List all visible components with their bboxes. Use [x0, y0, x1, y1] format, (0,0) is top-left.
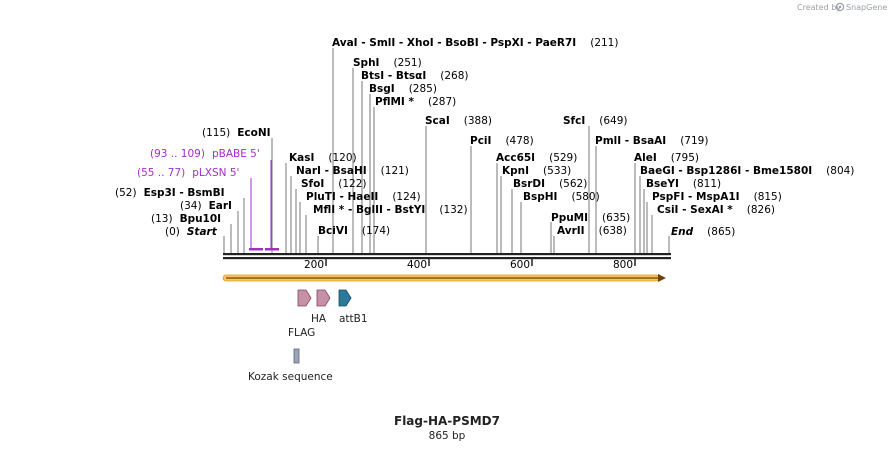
site-label[interactable]: CsiI - SexAI *(826) [657, 204, 775, 216]
site-label[interactable]: AvaI - SmlI - XhoI - BsoBI - PspXI - Pae… [332, 37, 618, 49]
primer-pbabe-bar[interactable] [265, 248, 279, 251]
site-label[interactable]: BsgI(285) [369, 83, 437, 95]
site-label[interactable]: BtsI - BtsαI(268) [361, 70, 468, 82]
ha-feature-arrow[interactable] [316, 289, 331, 307]
site-label-end[interactable]: End(865) [671, 226, 735, 238]
primer-plxsn-bar[interactable] [249, 248, 263, 251]
site-label-start[interactable]: (0)Start [165, 226, 218, 238]
created-by-text: Created by [797, 3, 841, 12]
site-label[interactable]: (34)EarI [180, 200, 232, 212]
tick-label-600: 600 [510, 259, 530, 271]
flag-feature-arrow[interactable] [297, 289, 312, 307]
feature-label-kozak: Kozak sequence [248, 371, 333, 383]
site-label[interactable]: (13)Bpu10I [151, 213, 221, 225]
site-label[interactable]: PciI(478) [470, 135, 534, 147]
map-title: Flag-HA-PSMD7 [394, 414, 500, 428]
tick-label-800: 800 [613, 259, 633, 271]
site-label[interactable]: SfcI(649) [563, 115, 628, 127]
site-label[interactable]: KpnI(533) [502, 165, 571, 177]
axis-ticks [325, 259, 636, 266]
sequence-backbone [223, 253, 671, 260]
site-label[interactable]: AvrII(638) [557, 225, 627, 237]
site-label[interactable]: ScaI(388) [425, 115, 492, 127]
site-label[interactable]: BspHI(580) [523, 191, 600, 203]
site-leader-lines [223, 48, 670, 254]
primer-label-pbabe[interactable]: (93 .. 109)pBABE 5' [150, 148, 260, 160]
kozak-feature-box[interactable] [293, 348, 300, 364]
site-label[interactable]: BseYI(811) [646, 178, 721, 190]
site-label[interactable]: PspFI - MspA1I(815) [652, 191, 782, 203]
site-label[interactable]: KasI(120) [289, 152, 357, 164]
map-length: 865 bp [429, 430, 466, 442]
site-label[interactable]: BsrDI(562) [513, 178, 587, 190]
site-label[interactable]: PflMI *(287) [375, 96, 456, 108]
restriction-site-labels: AvaI - SmlI - XhoI - BsoBI - PspXI - Pae… [115, 37, 854, 238]
orf-arrow[interactable] [222, 274, 666, 282]
snapgene-logo-icon [835, 2, 845, 12]
site-label[interactable]: (115)EcoNI [202, 127, 271, 139]
snapgene-brand: SnapGene [846, 3, 887, 12]
site-label[interactable]: BciVI(174) [318, 225, 390, 237]
site-label[interactable]: Acc65I(529) [496, 152, 577, 164]
site-label[interactable]: PpuMI(635) [551, 212, 630, 224]
tick-label-400: 400 [407, 259, 427, 271]
site-label[interactable]: PluTI - HaeII(124) [306, 191, 421, 203]
site-label[interactable]: (52)Esp3I - BsmBI [115, 187, 225, 199]
feature-label-flag: FLAG [288, 327, 315, 339]
attb1-feature-arrow[interactable] [338, 289, 352, 307]
site-label[interactable]: MflI * - BglII - BstYI(132) [313, 204, 468, 216]
feature-label-ha: HA [311, 313, 327, 325]
site-label[interactable]: PmlI - BsaAI(719) [595, 135, 708, 147]
site-label[interactable]: BaeGI - Bsp1286I - Bme1580I(804) [640, 165, 854, 177]
site-label[interactable]: AleI(795) [634, 152, 699, 164]
primer-label-plxsn[interactable]: (55 .. 77)pLXSN 5' [137, 167, 239, 179]
feature-label-attb1: attB1 [339, 313, 368, 325]
site-label[interactable]: SfoI(122) [301, 178, 367, 190]
tick-label-200: 200 [304, 259, 324, 271]
site-label[interactable]: SphI(251) [353, 57, 422, 69]
site-label[interactable]: NarI - BsaHI(121) [296, 165, 409, 177]
primer-leader-lines [250, 160, 272, 250]
